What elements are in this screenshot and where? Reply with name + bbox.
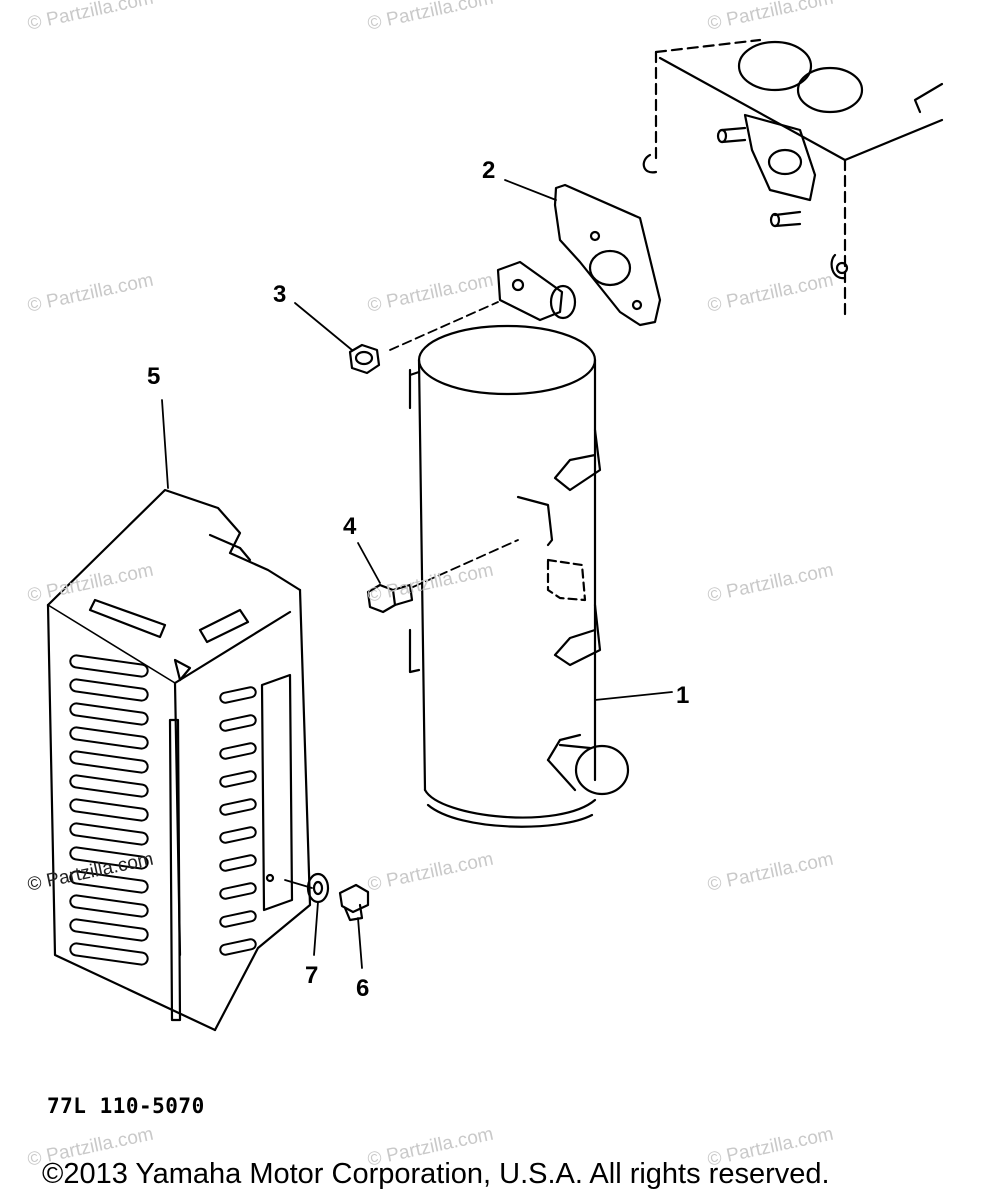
muffler-part-1 — [408, 260, 630, 828]
callout-6: 6 — [356, 975, 370, 1002]
callout-5: 5 — [147, 363, 161, 390]
bolt-part-4 — [366, 583, 414, 614]
callout-1: 1 — [676, 682, 690, 709]
nut-part-3 — [348, 343, 381, 375]
callout-2: 2 — [482, 157, 496, 184]
protector-part-5 — [46, 488, 312, 1032]
diagram-code: 77L 110-5070 — [47, 1094, 205, 1118]
screw-part-6 — [338, 883, 370, 922]
callout-3: 3 — [273, 281, 287, 308]
callout-4: 4 — [343, 513, 357, 540]
gasket-part-2 — [553, 183, 662, 327]
leader-lines — [161, 179, 673, 969]
engine-block — [642, 38, 944, 317]
callout-7: 7 — [305, 962, 319, 989]
copyright-notice: ©2013 Yamaha Motor Corporation, U.S.A. A… — [42, 1158, 830, 1190]
